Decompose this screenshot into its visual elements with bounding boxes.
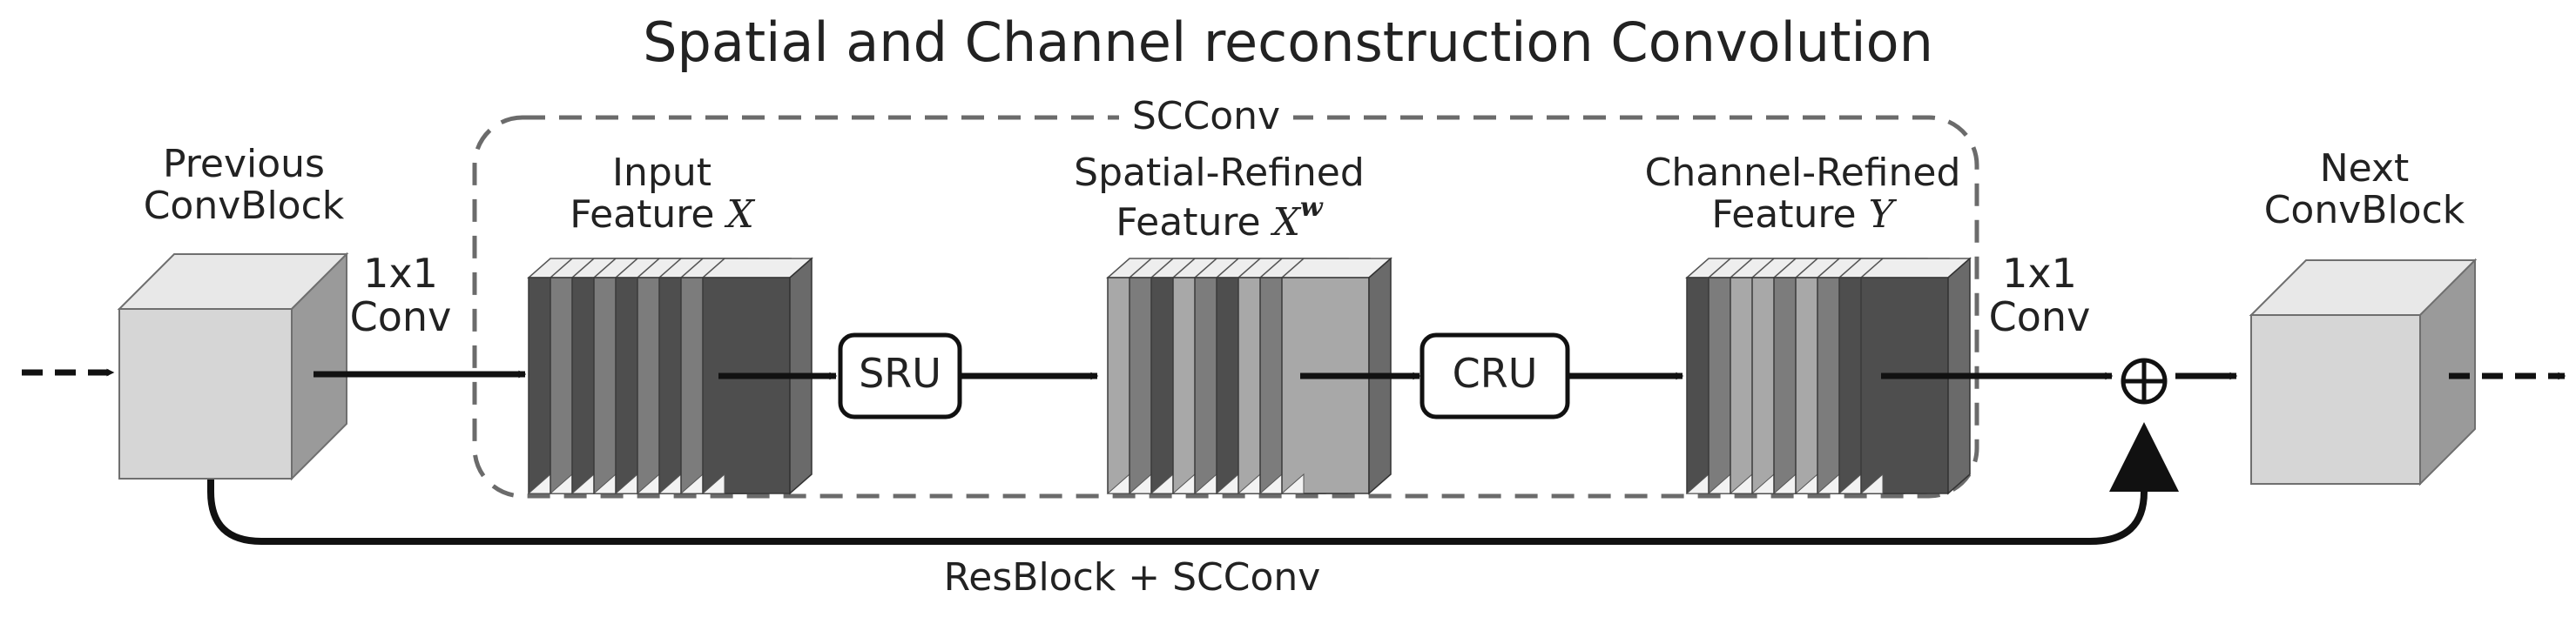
channel-feature-label: Channel-Refined Feature Y <box>1607 152 1999 235</box>
sru-box <box>838 332 962 419</box>
cru-label: CRU <box>1452 350 1538 397</box>
previous-convblock-label: Previous ConvBlock <box>96 144 392 226</box>
diagram-title: Spatial and Channel reconstruction Convo… <box>643 10 1933 74</box>
channel-feature-line2: Feature <box>1711 191 1857 237</box>
next-convblock-line1: Next <box>2319 146 2410 191</box>
spatial-feature-line2-row: Feature Xw <box>1023 191 1415 245</box>
feature-slice-edge <box>701 473 725 494</box>
channel-feature-symbol: Y <box>1868 191 1894 237</box>
spatial-feature-line2: Feature <box>1116 199 1261 245</box>
input-feature-stack <box>527 257 813 495</box>
scconv-label: SCConv <box>1119 96 1293 138</box>
next-convblock-line2: ConvBlock <box>2263 187 2465 232</box>
feature-slice <box>702 277 791 494</box>
conv-in-line1: 1x1 <box>363 250 438 297</box>
add-operator <box>2121 358 2168 405</box>
previous-convblock-line1: Previous <box>163 142 325 186</box>
previous-convblock-line2: ConvBlock <box>143 183 345 228</box>
spatial-feature-superscript: w <box>1299 191 1323 223</box>
input-feature-line2: Feature <box>570 191 715 237</box>
spatial-feature-line1: Spatial-Refined <box>1074 151 1365 195</box>
spatial-refined-feature-stack <box>1106 257 1393 495</box>
input-feature-line1: Input <box>612 151 711 195</box>
input-feature-label: Input Feature X <box>488 152 836 235</box>
spatial-feature-label: Spatial-Refined Feature Xw <box>1023 152 1415 243</box>
conv-in-line2: Conv <box>349 292 452 340</box>
input-feature-line2-row: Feature X <box>488 191 836 237</box>
feature-slice-edge <box>1280 473 1305 494</box>
conv-out-line1: 1x1 <box>2002 250 2077 297</box>
feature-slice <box>1281 277 1370 494</box>
conv-out-line2: Conv <box>1988 292 2091 340</box>
feature-slice-edge <box>1859 473 1884 494</box>
spatial-feature-symbol: X <box>1272 199 1300 245</box>
next-convblock-label: Next ConvBlock <box>2216 148 2512 231</box>
channel-refined-feature-stack <box>1685 257 1972 495</box>
conv-in-label: 1x1 Conv <box>331 252 470 339</box>
channel-feature-line1: Channel-Refined <box>1644 151 1961 195</box>
residual-label: ResBlock + SCConv <box>943 555 1321 600</box>
channel-feature-line2-row: Feature Y <box>1607 191 1999 237</box>
cru-box <box>1419 332 1570 419</box>
conv-out-label: 1x1 Conv <box>1970 252 2109 339</box>
previous-convblock-cube <box>117 252 349 481</box>
next-convblock-cube <box>2249 258 2478 486</box>
sru-label: SRU <box>859 350 941 397</box>
input-feature-symbol: X <box>726 191 754 237</box>
residual-connection-arrow <box>207 422 2179 545</box>
feature-slice <box>1860 277 1949 494</box>
